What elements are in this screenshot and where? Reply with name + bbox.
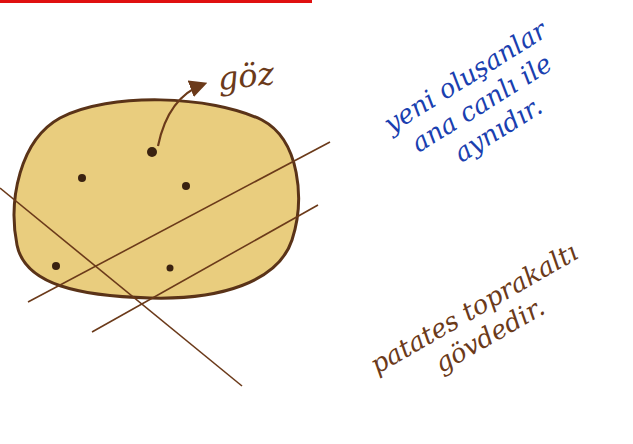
leader-arrow <box>158 84 204 146</box>
cut-lines <box>0 142 330 386</box>
note-text: patates toprakaltı gövdedir. <box>345 225 619 419</box>
note-text: yeni oluşanlar ana canlı ile aynıdır. <box>355 1 608 208</box>
part-label: göz <box>199 52 293 100</box>
header-rule <box>0 0 312 3</box>
potato-body <box>14 100 298 298</box>
